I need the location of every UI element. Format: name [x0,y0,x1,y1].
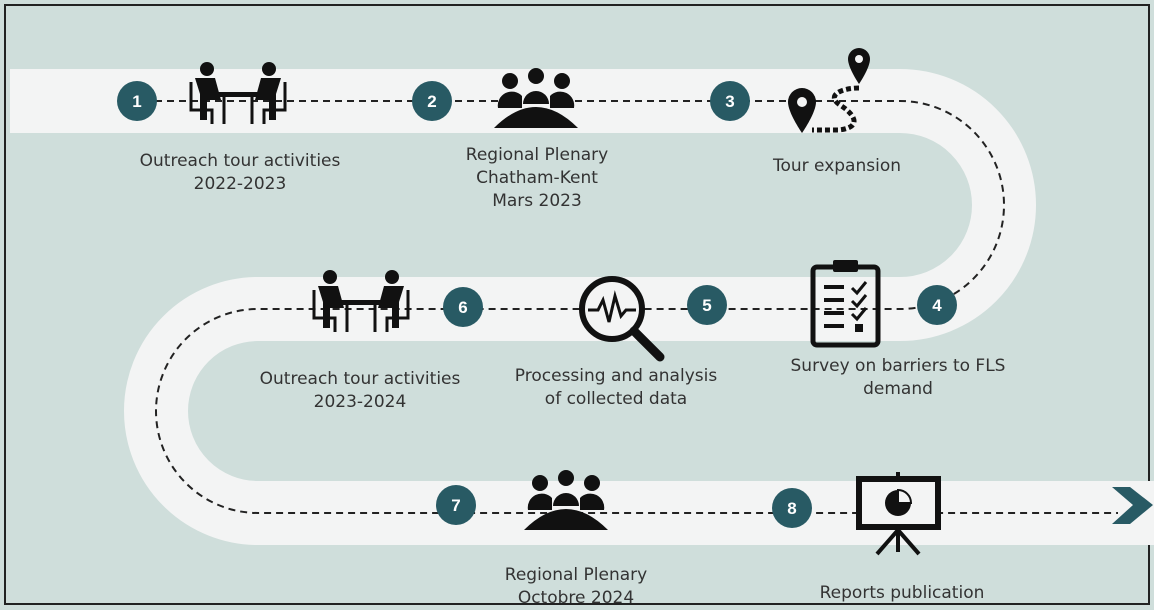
audience-group-icon [524,470,608,530]
frame-border [4,4,1150,605]
svg-text:3: 3 [725,92,734,111]
step-label-1: Outreach tour activities 2022-2023 [139,151,341,194]
end-chevron-icon [1112,487,1153,524]
svg-text:8: 8 [787,499,796,518]
step-badge-8: 8 [772,488,812,528]
presentation-chart-icon [856,472,941,556]
step-label-2: Regional Plenary Chatham-Kent Mars 2023 [465,145,609,211]
clipboard-checklist-icon [810,260,881,348]
step-label-5: Processing and analysis of collected dat… [514,366,718,409]
svg-text:6: 6 [458,298,467,317]
svg-text:2: 2 [427,92,436,111]
meeting-table-icon [189,62,287,124]
svg-text:4: 4 [932,296,942,315]
step-label-3: Tour expansion [772,156,902,176]
step-badge-4: 4 [917,285,957,325]
step-badge-6: 6 [443,287,483,327]
step-label-6: Outreach tour activities 2023-2024 [259,369,461,412]
step-label-7: Regional Plenary Octobre 2024 [504,565,648,608]
location-route-icon [788,48,870,133]
audience-group-icon [494,68,578,128]
svg-text:1: 1 [132,92,141,111]
data-analysis-magnifier-icon [579,276,665,362]
step-badge-1: 1 [117,81,157,121]
step-label-8: Reports publication [819,583,985,603]
step-badge-2: 2 [412,81,452,121]
meeting-table-icon [312,270,410,332]
step-badge-5: 5 [687,285,727,325]
step-badge-7: 7 [436,485,476,525]
svg-text:7: 7 [451,496,460,515]
step-label-4: Survey on barriers to FLS demand [790,356,1006,399]
svg-text:5: 5 [702,296,711,315]
step-badge-3: 3 [710,81,750,121]
